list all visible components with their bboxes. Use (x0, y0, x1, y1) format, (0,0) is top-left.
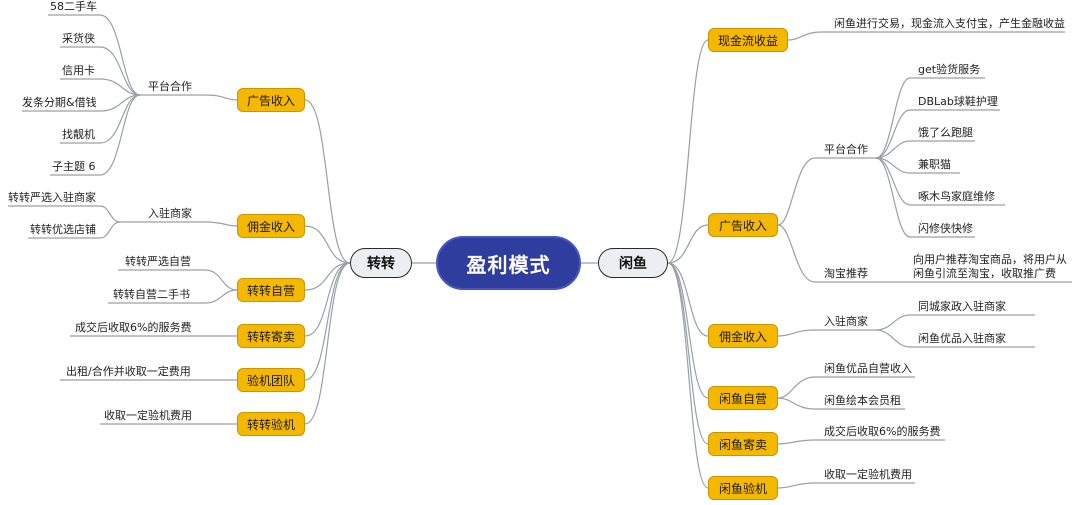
right-taobao-desc-line2[interactable]: 闲鱼引流至淘宝，收取推广费 (913, 267, 1056, 280)
right-settled-merchants[interactable]: 入驻商家 (824, 315, 868, 328)
right-inspect-desc[interactable]: 收取一定验机费用 (824, 468, 912, 481)
right-partner[interactable]: 啄木鸟家庭维修 (918, 190, 995, 203)
right-shop[interactable]: 闲鱼优品入驻商家 (918, 332, 1006, 345)
right-partner[interactable]: 兼职猫 (918, 158, 951, 171)
central-topic[interactable]: 盈利模式 (436, 236, 581, 290)
right-taobao-recommend[interactable]: 淘宝推荐 (824, 267, 868, 280)
right-ads-income[interactable]: 广告收入 (708, 213, 778, 237)
left-commission-income[interactable]: 佣金收入 (237, 214, 305, 238)
left-consign-desc[interactable]: 成交后收取6%的服务费 (75, 321, 192, 334)
left-partner[interactable]: 发条分期&借钱 (22, 96, 97, 109)
right-selfop-item[interactable]: 闲鱼优品自营收入 (824, 362, 912, 375)
left-self-operated[interactable]: 转转自营 (237, 278, 305, 302)
left-settled-merchants[interactable]: 入驻商家 (148, 207, 192, 220)
left-shop[interactable]: 转转严选入驻商家 (8, 191, 96, 204)
left-partner[interactable]: 子主题 6 (52, 160, 96, 173)
left-selfop-item[interactable]: 转转自营二手书 (113, 288, 190, 301)
right-consign-desc[interactable]: 成交后收取6%的服务费 (824, 425, 941, 438)
right-cashflow-desc[interactable]: 闲鱼进行交易，现金流入支付宝，产生金融收益 (834, 17, 1065, 30)
branch-zhuanzhuan[interactable]: 转转 (350, 248, 412, 278)
left-partner[interactable]: 找靓机 (62, 128, 95, 141)
right-device-inspection[interactable]: 闲鱼验机 (708, 476, 778, 500)
right-partner[interactable]: 饿了么跑腿 (918, 126, 973, 139)
left-partner[interactable]: 信用卡 (62, 64, 95, 77)
right-taobao-desc-line1[interactable]: 向用户推荐淘宝商品，将用户从 (913, 253, 1067, 266)
right-commission-income[interactable]: 佣金收入 (708, 324, 778, 348)
right-partner[interactable]: 闪修侠快修 (918, 222, 973, 235)
left-consignment[interactable]: 转转寄卖 (237, 324, 305, 348)
right-cashflow-income[interactable]: 现金流收益 (708, 28, 788, 52)
left-shop[interactable]: 转转优选店铺 (30, 223, 96, 236)
left-platform-coop[interactable]: 平台合作 (148, 80, 192, 93)
right-selfop-item[interactable]: 闲鱼绘本会员租 (824, 394, 901, 407)
right-shop[interactable]: 同城家政入驻商家 (918, 300, 1006, 313)
right-self-operated[interactable]: 闲鱼自营 (708, 386, 778, 410)
right-consignment[interactable]: 闲鱼寄卖 (708, 432, 778, 456)
left-team-desc[interactable]: 出租/合作并收取一定费用 (66, 365, 191, 378)
branch-xianyu[interactable]: 闲鱼 (598, 248, 668, 278)
right-partner[interactable]: get验货服务 (918, 63, 981, 76)
left-ads-income[interactable]: 广告收入 (237, 88, 305, 112)
left-device-inspection[interactable]: 转转验机 (237, 412, 305, 436)
left-inspect-desc[interactable]: 收取一定验机费用 (104, 409, 192, 422)
right-partner[interactable]: DBLab球鞋护理 (918, 95, 998, 108)
left-partner[interactable]: 58二手车 (50, 0, 97, 13)
right-platform-coop[interactable]: 平台合作 (824, 143, 868, 156)
left-selfop-item[interactable]: 转转严选自营 (125, 255, 191, 268)
left-inspection-team[interactable]: 验机团队 (237, 368, 305, 392)
left-partner[interactable]: 采货侠 (62, 32, 95, 45)
